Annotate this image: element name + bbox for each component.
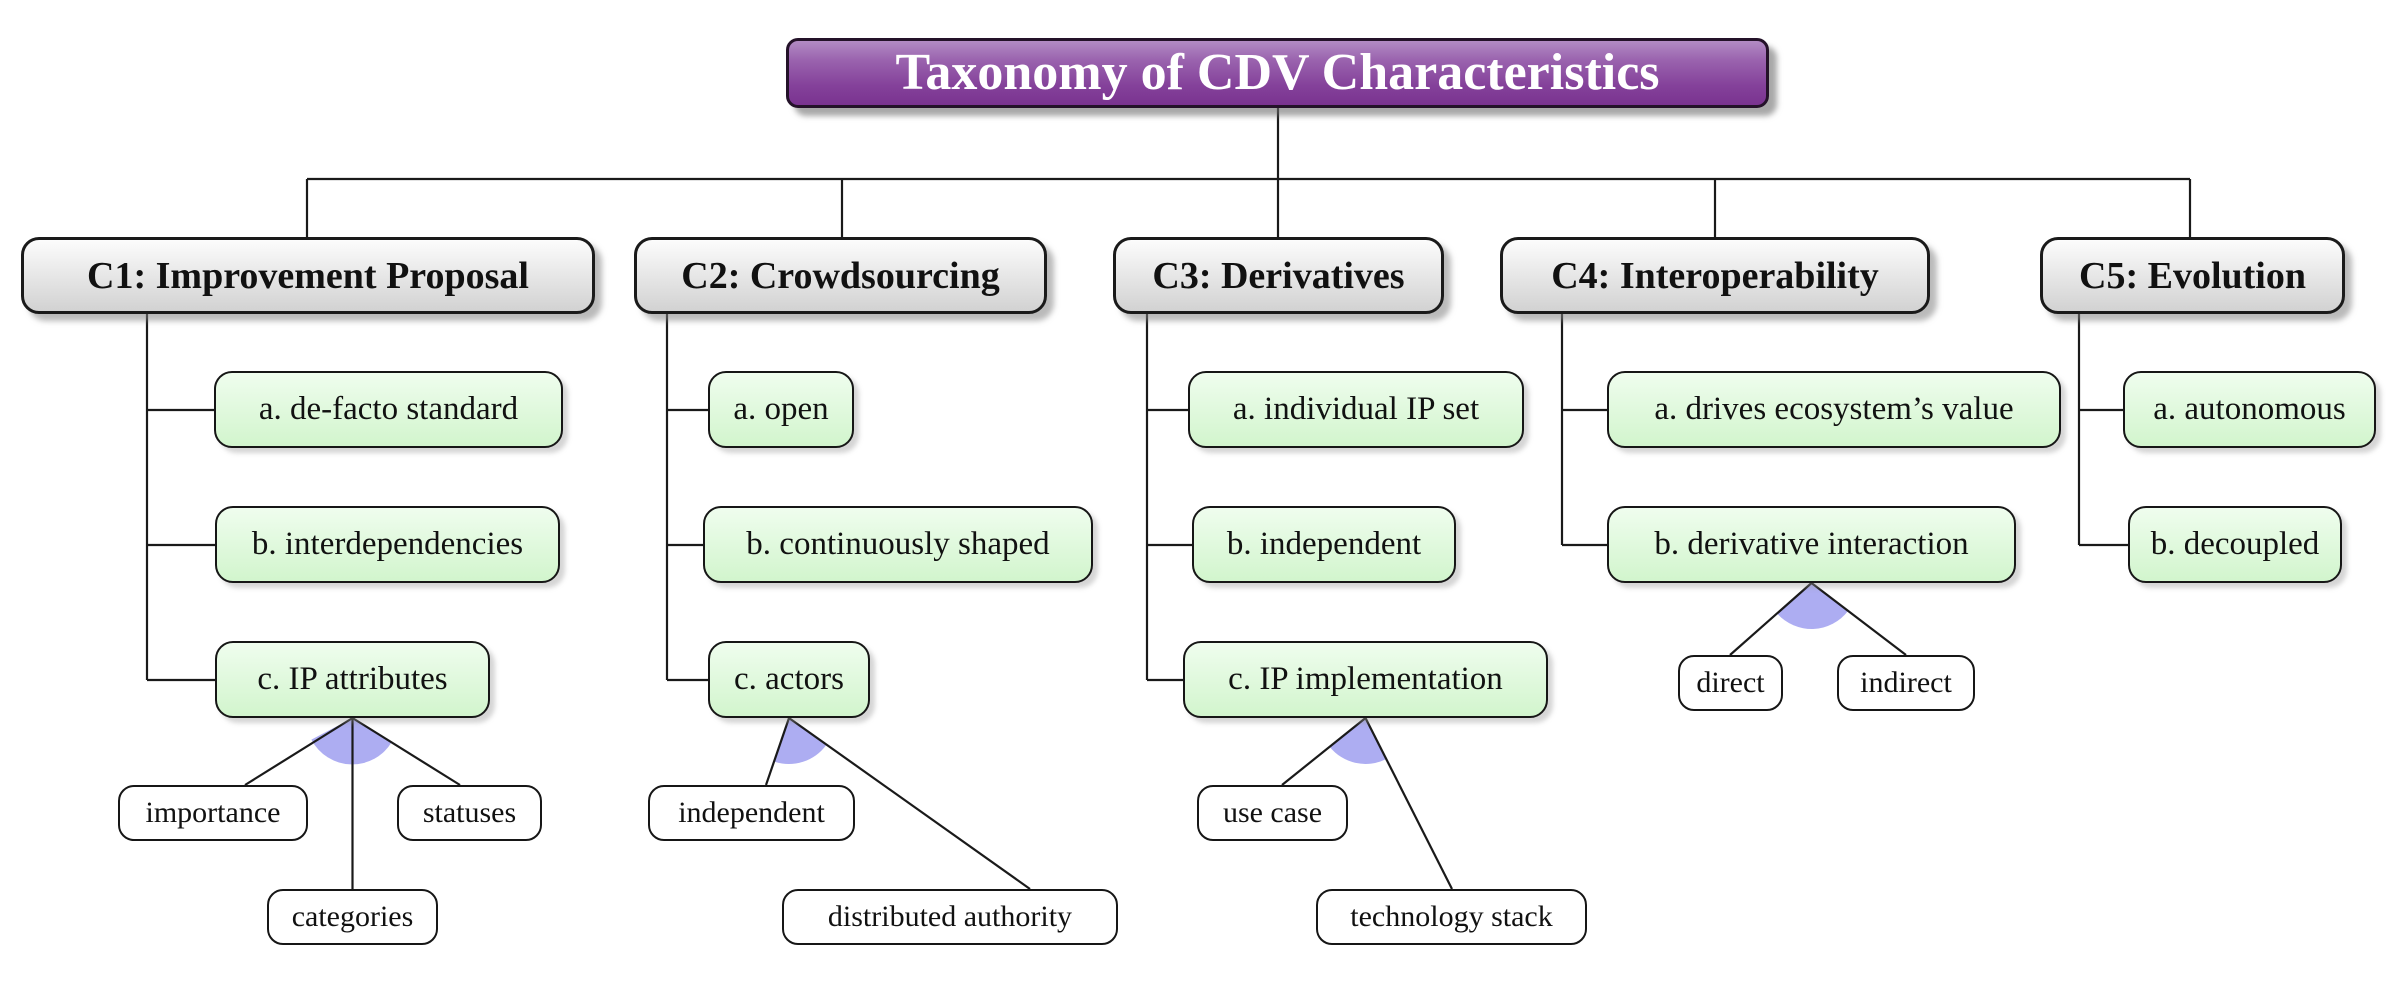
node-c4-a: a. drives ecosystem’s value	[1607, 371, 2061, 448]
node-c1-b: b. interdependencies	[215, 506, 560, 583]
node-c3-a: a. individual IP set	[1188, 371, 1524, 448]
branch-fan-c3	[1329, 718, 1387, 764]
category-c3: C3: Derivatives	[1113, 237, 1444, 314]
diagram-title: Taxonomy of CDV Characteristics	[786, 38, 1769, 108]
leaf-c3-technology-stack: technology stack	[1316, 889, 1587, 945]
node-c1-c: c. IP attributes	[215, 641, 490, 718]
node-c5-b: b. decoupled	[2128, 506, 2342, 583]
node-c2-a: a. open	[708, 371, 854, 448]
category-c1: C1: Improvement Proposal	[21, 237, 595, 314]
leaf-c2-independent: independent	[648, 785, 855, 841]
leaf-c1-categories: categories	[267, 889, 438, 945]
node-c4-b: b. derivative interaction	[1607, 506, 2016, 583]
leaf-c4-direct: direct	[1678, 655, 1783, 711]
category-c5: C5: Evolution	[2040, 237, 2345, 314]
node-c5-a: a. autonomous	[2123, 371, 2376, 448]
leaf-c2-distributed-authority: distributed authority	[782, 889, 1118, 945]
leaf-c1-importance: importance	[118, 785, 308, 841]
node-c2-b: b. continuously shaped	[703, 506, 1093, 583]
category-c2: C2: Crowdsourcing	[634, 237, 1047, 314]
node-c3-b: b. independent	[1192, 506, 1456, 583]
category-c4: C4: Interoperability	[1500, 237, 1930, 314]
node-c1-a: a. de-facto standard	[214, 371, 563, 448]
leaf-c1-statuses: statuses	[397, 785, 542, 841]
node-c2-c: c. actors	[708, 641, 870, 718]
branch-fan-c4	[1777, 583, 1849, 630]
node-c3-c: c. IP implementation	[1183, 641, 1548, 718]
branch-fan-c2	[774, 718, 827, 765]
leaf-c4-indirect: indirect	[1837, 655, 1975, 711]
branch-fans	[311, 583, 1849, 765]
leaf-c3-use-case: use case	[1197, 785, 1348, 841]
